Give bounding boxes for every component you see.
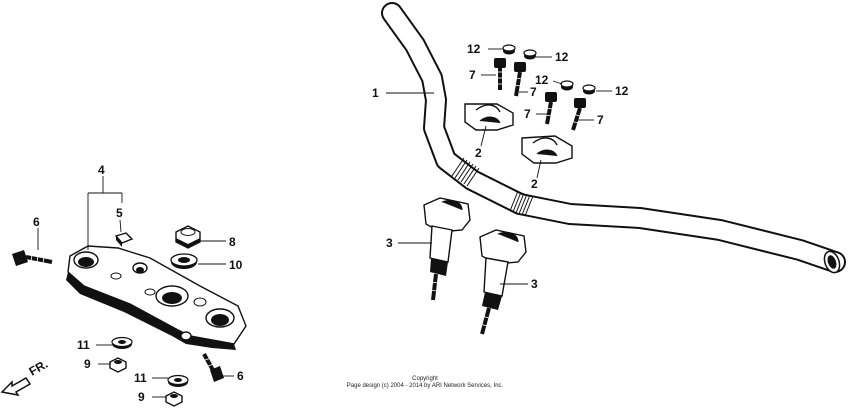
handlebar [381,2,846,274]
callout-10: 10 [229,258,243,272]
nut-9-upper [109,357,127,373]
riser-left [423,197,471,301]
callout-2a: 2 [475,146,482,160]
bolt-6-lower [202,353,224,382]
callout-1: 1 [372,86,379,100]
callout-12a: 12 [467,42,481,56]
callout-11a: 11 [77,338,90,352]
bolt-6-upper [12,250,53,266]
washer-11-upper [111,336,133,349]
knurl-band-left [451,157,480,187]
copyright-line-2: Page design (c) 2004 - 2014 by ARI Netwo… [346,383,504,389]
upper-holder-left [464,103,514,131]
callout-3b: 3 [531,277,538,291]
callout-12c: 12 [535,73,549,87]
knurl-band-right [509,190,534,217]
bolt-7b [513,62,526,97]
washer-11-lower [167,374,189,387]
top-bridge [66,245,247,350]
nut-5 [114,232,134,247]
callout-6b: 6 [237,369,244,383]
callout-12b: 12 [555,50,569,64]
callout-4: 4 [98,163,105,177]
bolt-7d [570,98,586,131]
leader-lines [37,48,612,398]
callout-7a: 7 [469,68,476,82]
callout-7c: 7 [524,107,531,121]
callout-8: 8 [229,235,236,249]
callout-11b: 11 [134,371,147,385]
callout-5: 5 [116,206,123,220]
nut-8 [175,225,201,249]
riser-right [479,229,527,335]
callout-12d: 12 [615,84,629,98]
copyright-line-1: Copyright [412,376,438,382]
callout-2b: 2 [531,177,538,191]
callout-9b: 9 [138,390,145,404]
callout-9a: 9 [84,357,91,371]
callout-7b: 7 [530,85,537,99]
callout-labels: 1 2 2 3 3 4 5 6 6 7 7 7 7 8 9 9 10 11 11… [33,42,629,404]
cap-12c [560,80,574,91]
front-direction-arrow-icon [0,377,32,397]
bolt-7a [494,58,506,90]
cap-12d [582,84,596,95]
upper-holder-right [521,135,573,164]
callout-7d: 7 [597,113,604,127]
callout-6a: 6 [33,215,40,229]
cap-12a [502,44,516,55]
callout-3a: 3 [386,236,393,250]
cap-12b [523,49,537,60]
washer-10 [170,253,198,269]
nut-9-lower [165,391,183,407]
bolt-7c [544,92,557,125]
